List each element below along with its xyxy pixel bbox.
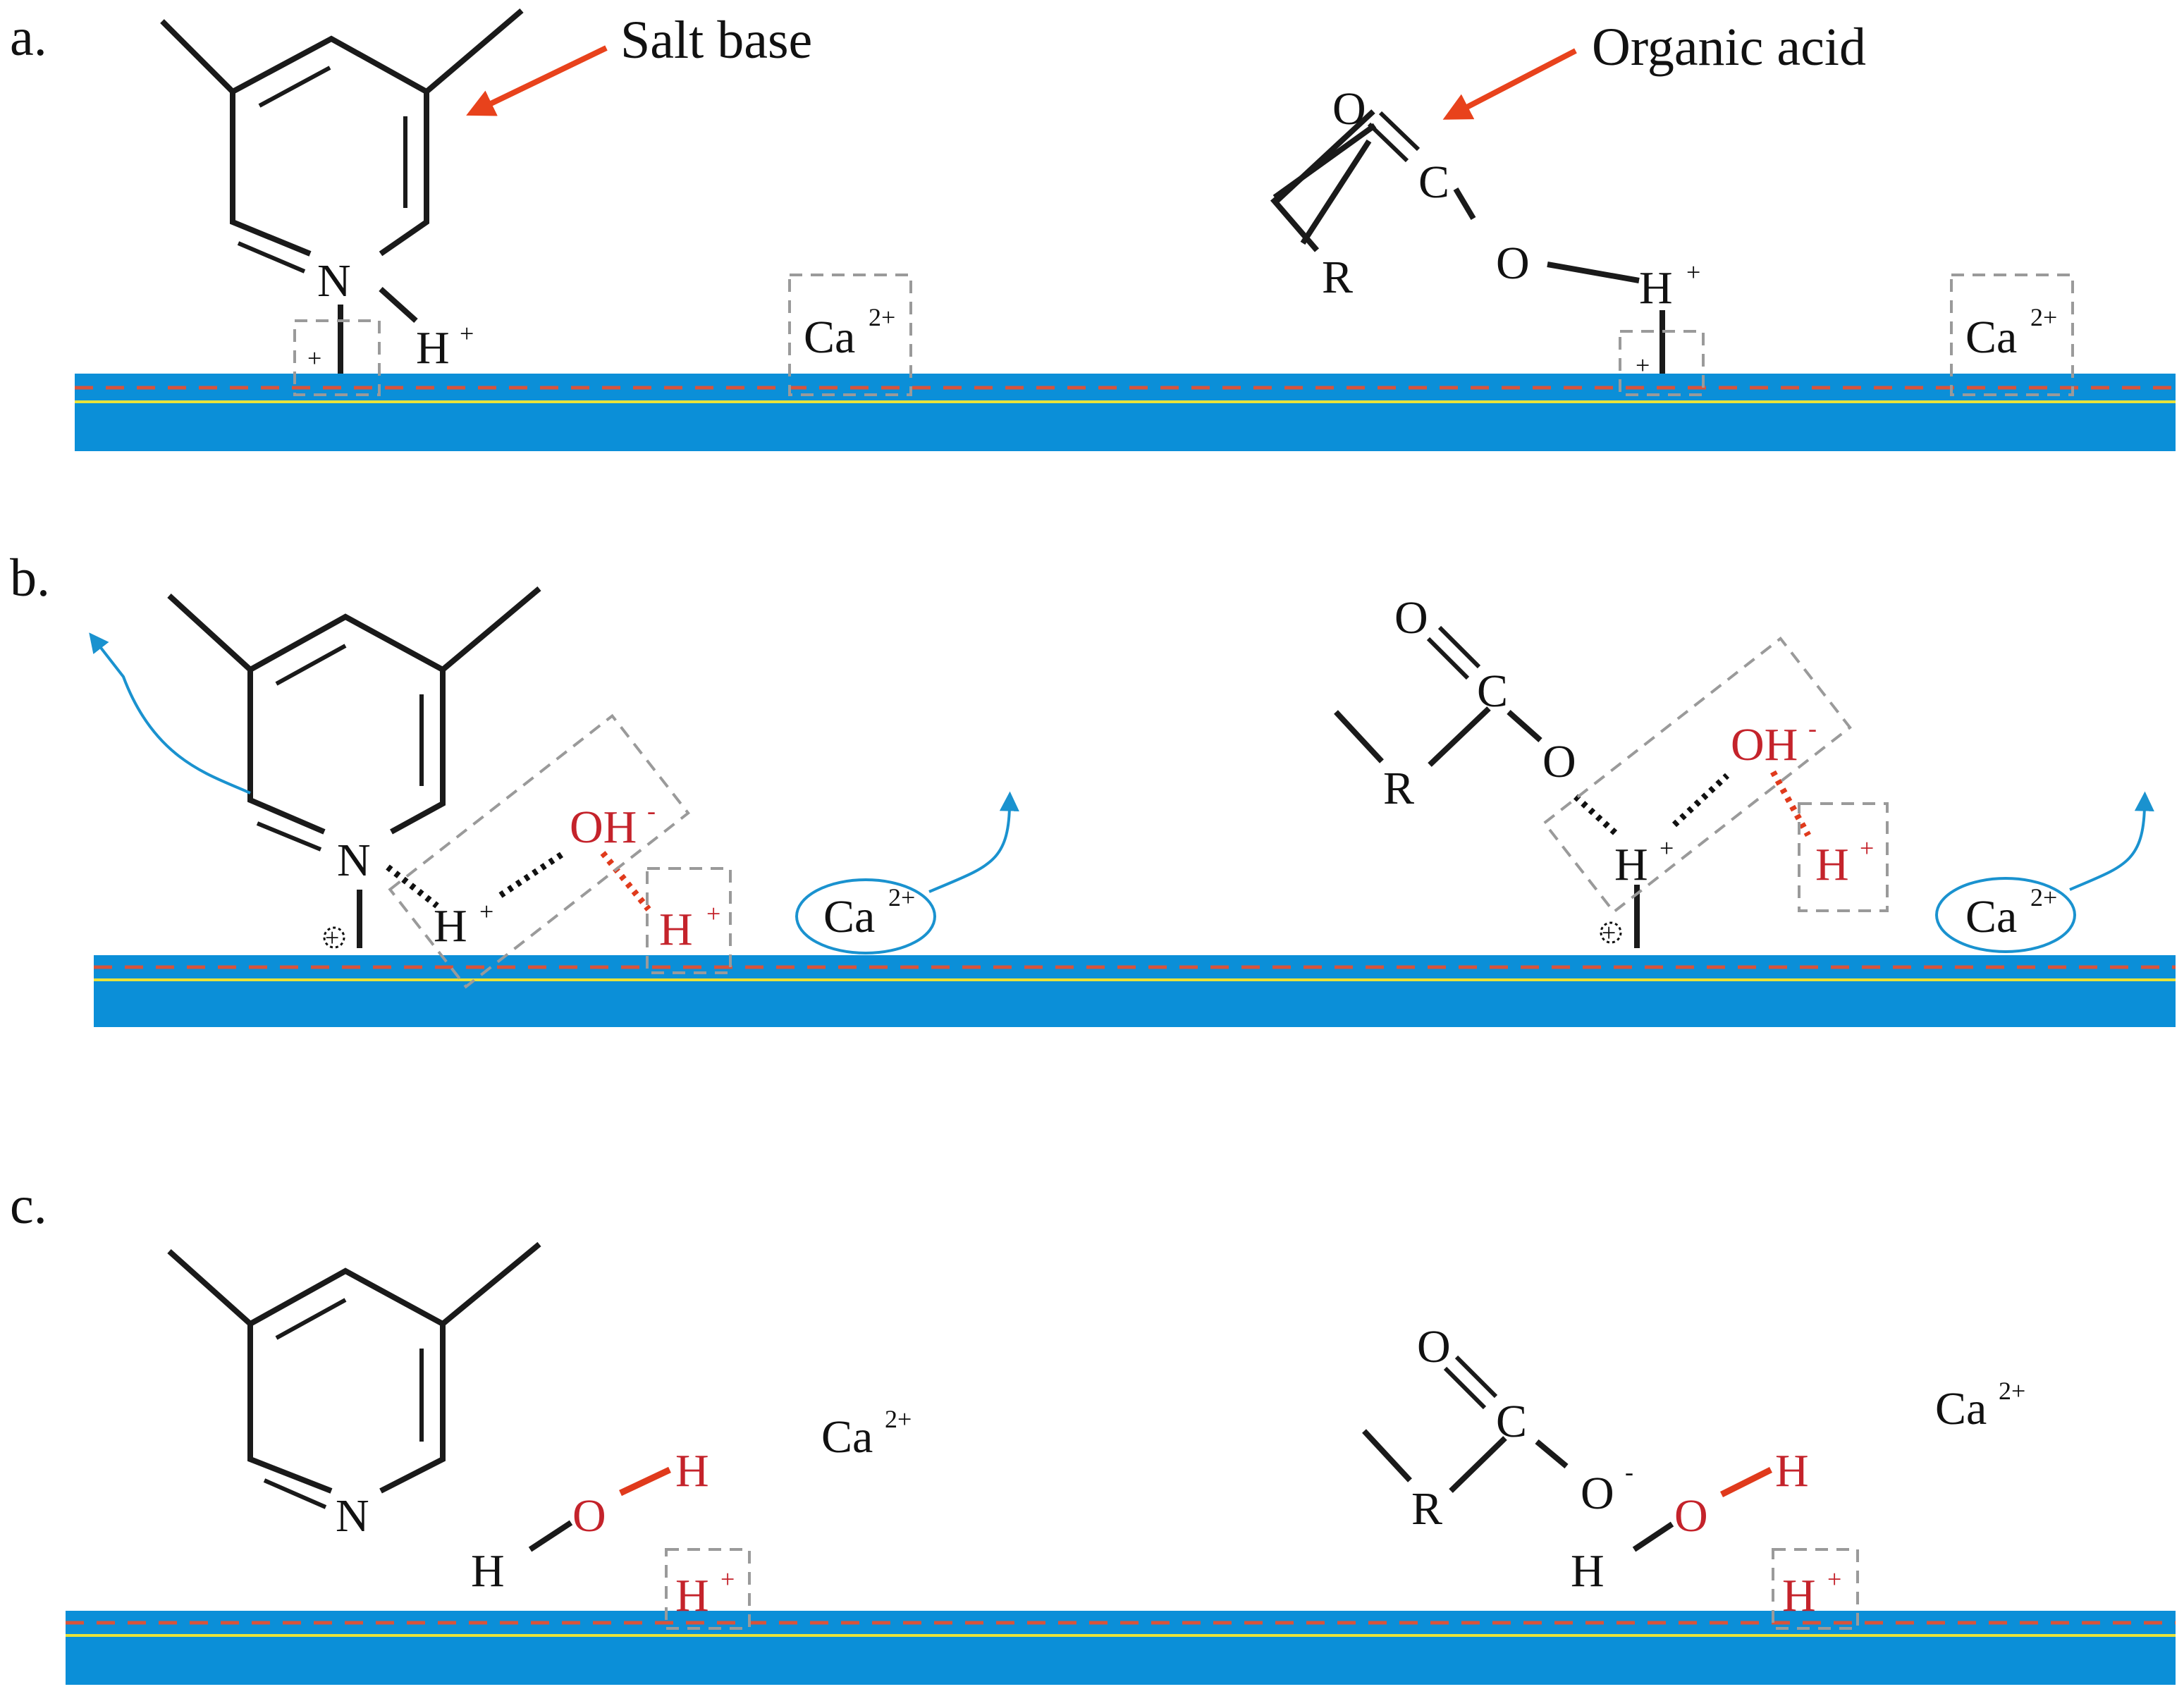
- calcium-box: [1950, 274, 2074, 396]
- carbonyl-oxygen: O: [1417, 1321, 1451, 1373]
- svg-text:+: +: [1602, 919, 1616, 947]
- water-hydrogen: H: [1571, 1545, 1605, 1597]
- calcium-charge: 2+: [885, 1405, 912, 1433]
- nitrogen-atom: N: [337, 835, 371, 886]
- carboxylic-acid-b: [1334, 625, 1811, 948]
- surface-b: [94, 955, 2176, 1027]
- calcium-ion: Ca: [1965, 891, 2017, 942]
- acid-proton-charge: +: [1686, 258, 1700, 286]
- calcium-release-ring: [795, 878, 936, 954]
- water-oxygen: O: [572, 1490, 606, 1542]
- svg-text:+: +: [325, 923, 339, 952]
- surface-proton: H: [675, 1570, 709, 1621]
- pyridine-ring-b: [167, 586, 651, 948]
- r-group: R: [1411, 1483, 1442, 1535]
- release-arrow-icon: [89, 632, 251, 794]
- calcium-charge: 2+: [888, 883, 915, 911]
- exchange-zone-box: [1542, 637, 1852, 914]
- bridging-proton: H: [434, 900, 467, 952]
- positive-site-box: [1619, 330, 1705, 396]
- bridging-proton-charge: +: [479, 897, 493, 926]
- exchange-zone-box: [388, 713, 690, 989]
- panel-b-label: b.: [10, 548, 50, 608]
- surface-c: [66, 1611, 2176, 1685]
- positive-site-icon: +: [1600, 919, 1622, 947]
- proton-label: H: [416, 322, 450, 374]
- hydroxide-charge: -: [647, 797, 656, 825]
- panel-c: c. N H O H Ca 2+ H +: [10, 1176, 2176, 1685]
- surface-proton: H: [659, 904, 693, 955]
- surface-proton-charge: +: [1860, 834, 1874, 862]
- carboxylate-charge: -: [1625, 1458, 1633, 1486]
- calcium-ion: Ca: [804, 312, 855, 363]
- callout-arrow-icon: [466, 45, 608, 116]
- calcium-ion: Ca: [821, 1411, 873, 1463]
- hydroxide-ion: OH: [1731, 719, 1798, 770]
- positive-site-icon: +: [323, 923, 345, 952]
- bridging-proton: H: [1614, 839, 1648, 890]
- surface-proton-charge: +: [1827, 1565, 1841, 1593]
- calcium-ion: Ca: [1935, 1383, 1987, 1435]
- water-hydrogen: H: [471, 1545, 505, 1597]
- carbonyl-oxygen: O: [1394, 592, 1428, 644]
- positive-site-box: [293, 319, 381, 396]
- positive-site-icon: +: [307, 344, 321, 372]
- proton-charge: +: [460, 319, 474, 348]
- nitrogen-atom: N: [317, 255, 351, 307]
- calcium-charge: 2+: [2030, 303, 2057, 331]
- surface-proton: H: [1782, 1570, 1816, 1621]
- pyridine-ring-a: [160, 8, 524, 374]
- r-group: R: [1383, 763, 1414, 814]
- release-arrow-icon: [928, 791, 1019, 893]
- organic-acid-callout: Organic acid: [1592, 18, 1866, 77]
- carboxylic-acid-a: [1270, 109, 1665, 374]
- hydroxyl-oxygen: O: [1496, 238, 1530, 289]
- panel-a: a. N H + + Ca 2+ Salt base: [10, 8, 2176, 451]
- carbon-atom: C: [1477, 665, 1508, 717]
- bridging-proton-charge: +: [1660, 834, 1674, 862]
- carbon-atom: C: [1496, 1396, 1527, 1447]
- surface-proton-charge: +: [720, 1565, 735, 1593]
- pyridine-ring-c: [167, 1241, 541, 1509]
- calcium-ion: Ca: [1965, 312, 2017, 363]
- carbon-atom: C: [1418, 156, 1449, 208]
- surface-proton-box: [646, 867, 732, 974]
- surface-proton-box: [1798, 802, 1889, 912]
- surface-proton-box: [665, 1548, 751, 1630]
- panel-b: b. N H + OH - H + +: [10, 548, 2176, 1027]
- carboxyl-oxygen: O: [1542, 736, 1576, 787]
- nitrogen-atom: N: [336, 1490, 369, 1542]
- water-hydrogen-red: H: [675, 1445, 709, 1497]
- surface-proton: H: [1815, 839, 1849, 890]
- carboxylate-oxygen: O: [1581, 1468, 1614, 1519]
- panel-c-label: c.: [10, 1176, 47, 1235]
- calcium-charge: 2+: [869, 303, 895, 331]
- calcium-charge: 2+: [2030, 883, 2057, 911]
- surface-proton-charge: +: [706, 899, 720, 928]
- calcium-charge: 2+: [1999, 1377, 2025, 1405]
- acid-proton: H: [1639, 262, 1673, 314]
- panel-a-label: a.: [10, 8, 47, 67]
- hydroxide-ion: OH: [570, 802, 637, 853]
- calcium-ion: Ca: [823, 891, 875, 942]
- surface-a: [75, 374, 2176, 451]
- water-molecule: [528, 1466, 671, 1552]
- carbonyl-oxygen: O: [1332, 83, 1366, 135]
- callout-arrow-icon: [1442, 48, 1577, 120]
- r-group: R: [1322, 252, 1353, 303]
- surface-proton-box: [1772, 1548, 1859, 1630]
- carboxylate-c: [1362, 1355, 1773, 1552]
- water-oxygen: O: [1674, 1490, 1708, 1542]
- hydroxide-charge: -: [1808, 714, 1817, 742]
- salt-base-callout: Salt base: [620, 11, 812, 70]
- calcium-box: [788, 274, 912, 396]
- release-arrow-icon: [2069, 791, 2154, 891]
- water-hydrogen-red: H: [1775, 1445, 1809, 1497]
- calcium-release-ring: [1935, 877, 2076, 953]
- positive-site-icon: +: [1636, 351, 1650, 379]
